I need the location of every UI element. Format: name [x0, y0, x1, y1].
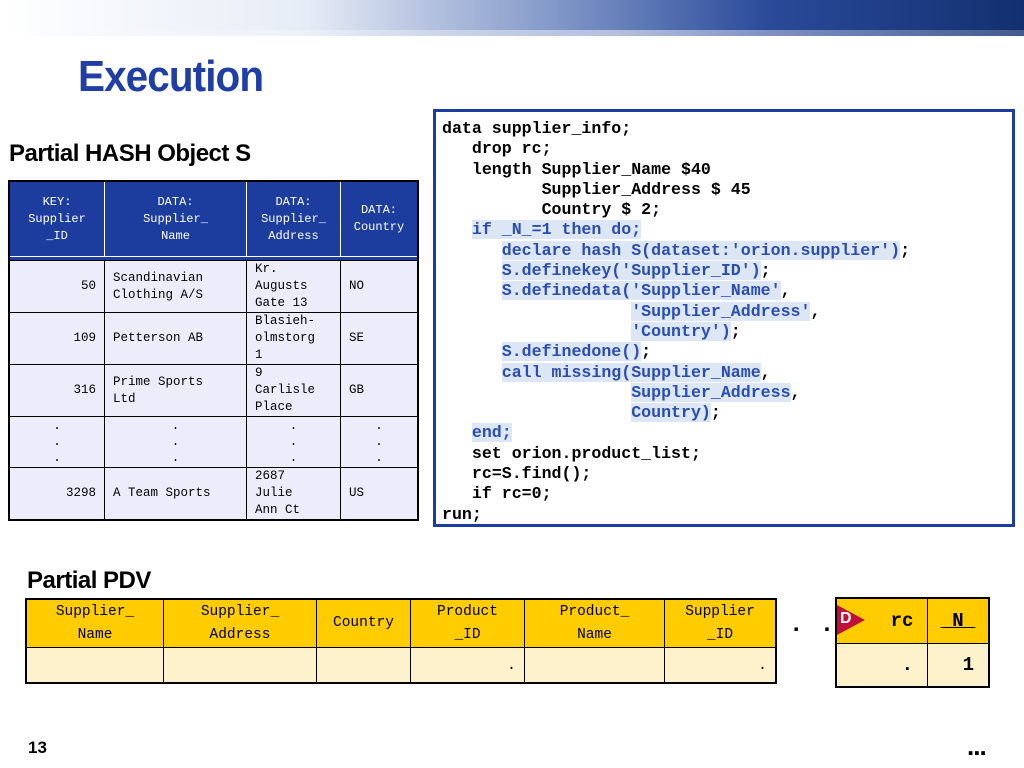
- more-indicator: ...: [967, 731, 987, 761]
- code-line: call missing(Supplier_Name,: [501, 362, 771, 382]
- code-line: Supplier_Address,: [631, 382, 801, 402]
- supplier-name-cell: A Team Sports: [104, 467, 247, 521]
- code-line: 'Country');: [631, 321, 741, 341]
- highlighted-code: declare hash S(dataset:'orion.supplier'): [501, 240, 901, 260]
- code-line: run;: [442, 504, 482, 524]
- hash-header-country: DATA:Country: [340, 180, 419, 257]
- hash-object-table: KEY:Supplier_ID DATA:Supplier_Name DATA:…: [8, 180, 419, 521]
- highlighted-code: S.definedone(): [501, 342, 642, 362]
- pdv-header-supplier-id: Supplier_ID: [664, 598, 777, 648]
- rc-value: .: [835, 643, 928, 688]
- header-banner-streak: [0, 30, 1024, 36]
- supplier-id-cell: 316: [8, 364, 105, 417]
- hash-header-name: DATA:Supplier_Name: [104, 180, 247, 257]
- n-value: 1: [927, 643, 990, 688]
- country-cell: GB: [340, 364, 419, 417]
- country-cell: SE: [340, 312, 419, 365]
- rc-header-row: D rc _N_: [835, 597, 990, 644]
- highlighted-code: Country): [631, 403, 711, 423]
- supplier-id-cell: 50: [8, 260, 105, 313]
- pdv-label: Partial PDV: [27, 567, 151, 594]
- pdv-value-supplier-address: [163, 647, 317, 684]
- page-number: 13: [28, 738, 47, 757]
- highlighted-code: S.definedata('Supplier_Name': [501, 281, 781, 301]
- ellipsis-cell: . . .: [104, 416, 247, 468]
- hash-header-address: DATA:Supplier_Address: [246, 180, 341, 257]
- code-line: 'Supplier_Address',: [631, 301, 821, 321]
- code-line: declare hash S(dataset:'orion.supplier')…: [501, 240, 911, 260]
- rc-value-row: . 1: [835, 643, 990, 688]
- ellipsis-cell: . . .: [340, 416, 419, 468]
- code-line: S.definedone();: [501, 342, 652, 362]
- highlighted-code: S.definekey('Supplier_ID'): [501, 261, 761, 281]
- pdv-header-supplier-address: Supplier_Address: [163, 598, 317, 648]
- code-line: set orion.product_list;: [442, 443, 701, 463]
- pdv-header-country: Country: [316, 598, 411, 648]
- code-panel: data supplier_info; drop rc; length Supp…: [433, 109, 1015, 527]
- code-line: Supplier_Address $ 45: [442, 179, 751, 199]
- pdv-header-product-id: Product_ID: [410, 598, 525, 648]
- code-line: data supplier_info;: [442, 119, 632, 138]
- n-header: _N_: [927, 597, 990, 644]
- supplier-name-cell: Petterson AB: [104, 312, 247, 365]
- highlighted-code: end;: [471, 423, 512, 443]
- pdv-header-product-name: Product_Name: [524, 598, 665, 648]
- rc-n-table: D rc _N_ . 1: [835, 597, 990, 688]
- sas-code: data supplier_info; drop rc; length Supp…: [442, 119, 910, 525]
- pdv-value-supplier-name: [25, 647, 164, 684]
- ellipsis-cell: . . .: [246, 416, 341, 468]
- highlighted-code: call missing(Supplier_Name: [501, 362, 761, 382]
- country-cell: NO: [340, 260, 419, 313]
- rc-header: D rc: [835, 597, 928, 644]
- pdv-value-product-id: .: [410, 647, 525, 684]
- drop-flag-label: D: [840, 610, 852, 627]
- pdv-header-supplier-name: Supplier_Name: [25, 598, 164, 648]
- rc-header-label: rc: [890, 610, 914, 632]
- code-line: if rc=0;: [442, 484, 552, 504]
- highlighted-code: Supplier_Address: [631, 382, 791, 402]
- highlighted-code: if _N_=1 then do;: [471, 220, 642, 240]
- supplier-id-cell: 109: [8, 312, 105, 365]
- code-line: if _N_=1 then do;: [442, 220, 910, 240]
- page-title: Execution: [78, 52, 264, 101]
- country-cell: US: [340, 467, 419, 521]
- highlighted-code: 'Supplier_Address': [631, 301, 811, 321]
- code-line: drop rc;: [442, 139, 552, 159]
- pdv-value-product-name: [524, 647, 665, 684]
- code-line: rc=S.find();: [442, 464, 592, 484]
- code-line: length Supplier_Name $40: [442, 159, 711, 179]
- hash-header-key: KEY:Supplier_ID: [8, 180, 105, 257]
- hash-header-row: KEY:Supplier_ID DATA:Supplier_Name DATA:…: [8, 180, 419, 257]
- code-line: S.definedata('Supplier_Name',: [501, 281, 791, 301]
- drop-flag-icon: D: [837, 605, 879, 635]
- code-line: Country $ 2;: [442, 200, 662, 220]
- code-line: end;: [442, 423, 910, 443]
- supplier-id-cell: 3298: [8, 467, 105, 521]
- ellipsis-cell: . . .: [8, 416, 105, 468]
- pdv-header-row: Supplier_Name Supplier_Address Country P…: [25, 598, 777, 648]
- pdv-value-row: . .: [25, 647, 777, 684]
- pdv-value-country: [316, 647, 411, 684]
- pdv-value-supplier-id: .: [664, 647, 777, 684]
- code-line: Country);: [631, 403, 721, 423]
- code-line: S.definekey('Supplier_ID');: [501, 261, 771, 281]
- hash-object-label: Partial HASH Object S: [9, 140, 251, 167]
- pdv-table: Supplier_Name Supplier_Address Country P…: [25, 598, 777, 684]
- highlighted-code: 'Country'): [631, 321, 731, 341]
- ellipsis-row: . . . . . . . . . . . .: [8, 416, 419, 468]
